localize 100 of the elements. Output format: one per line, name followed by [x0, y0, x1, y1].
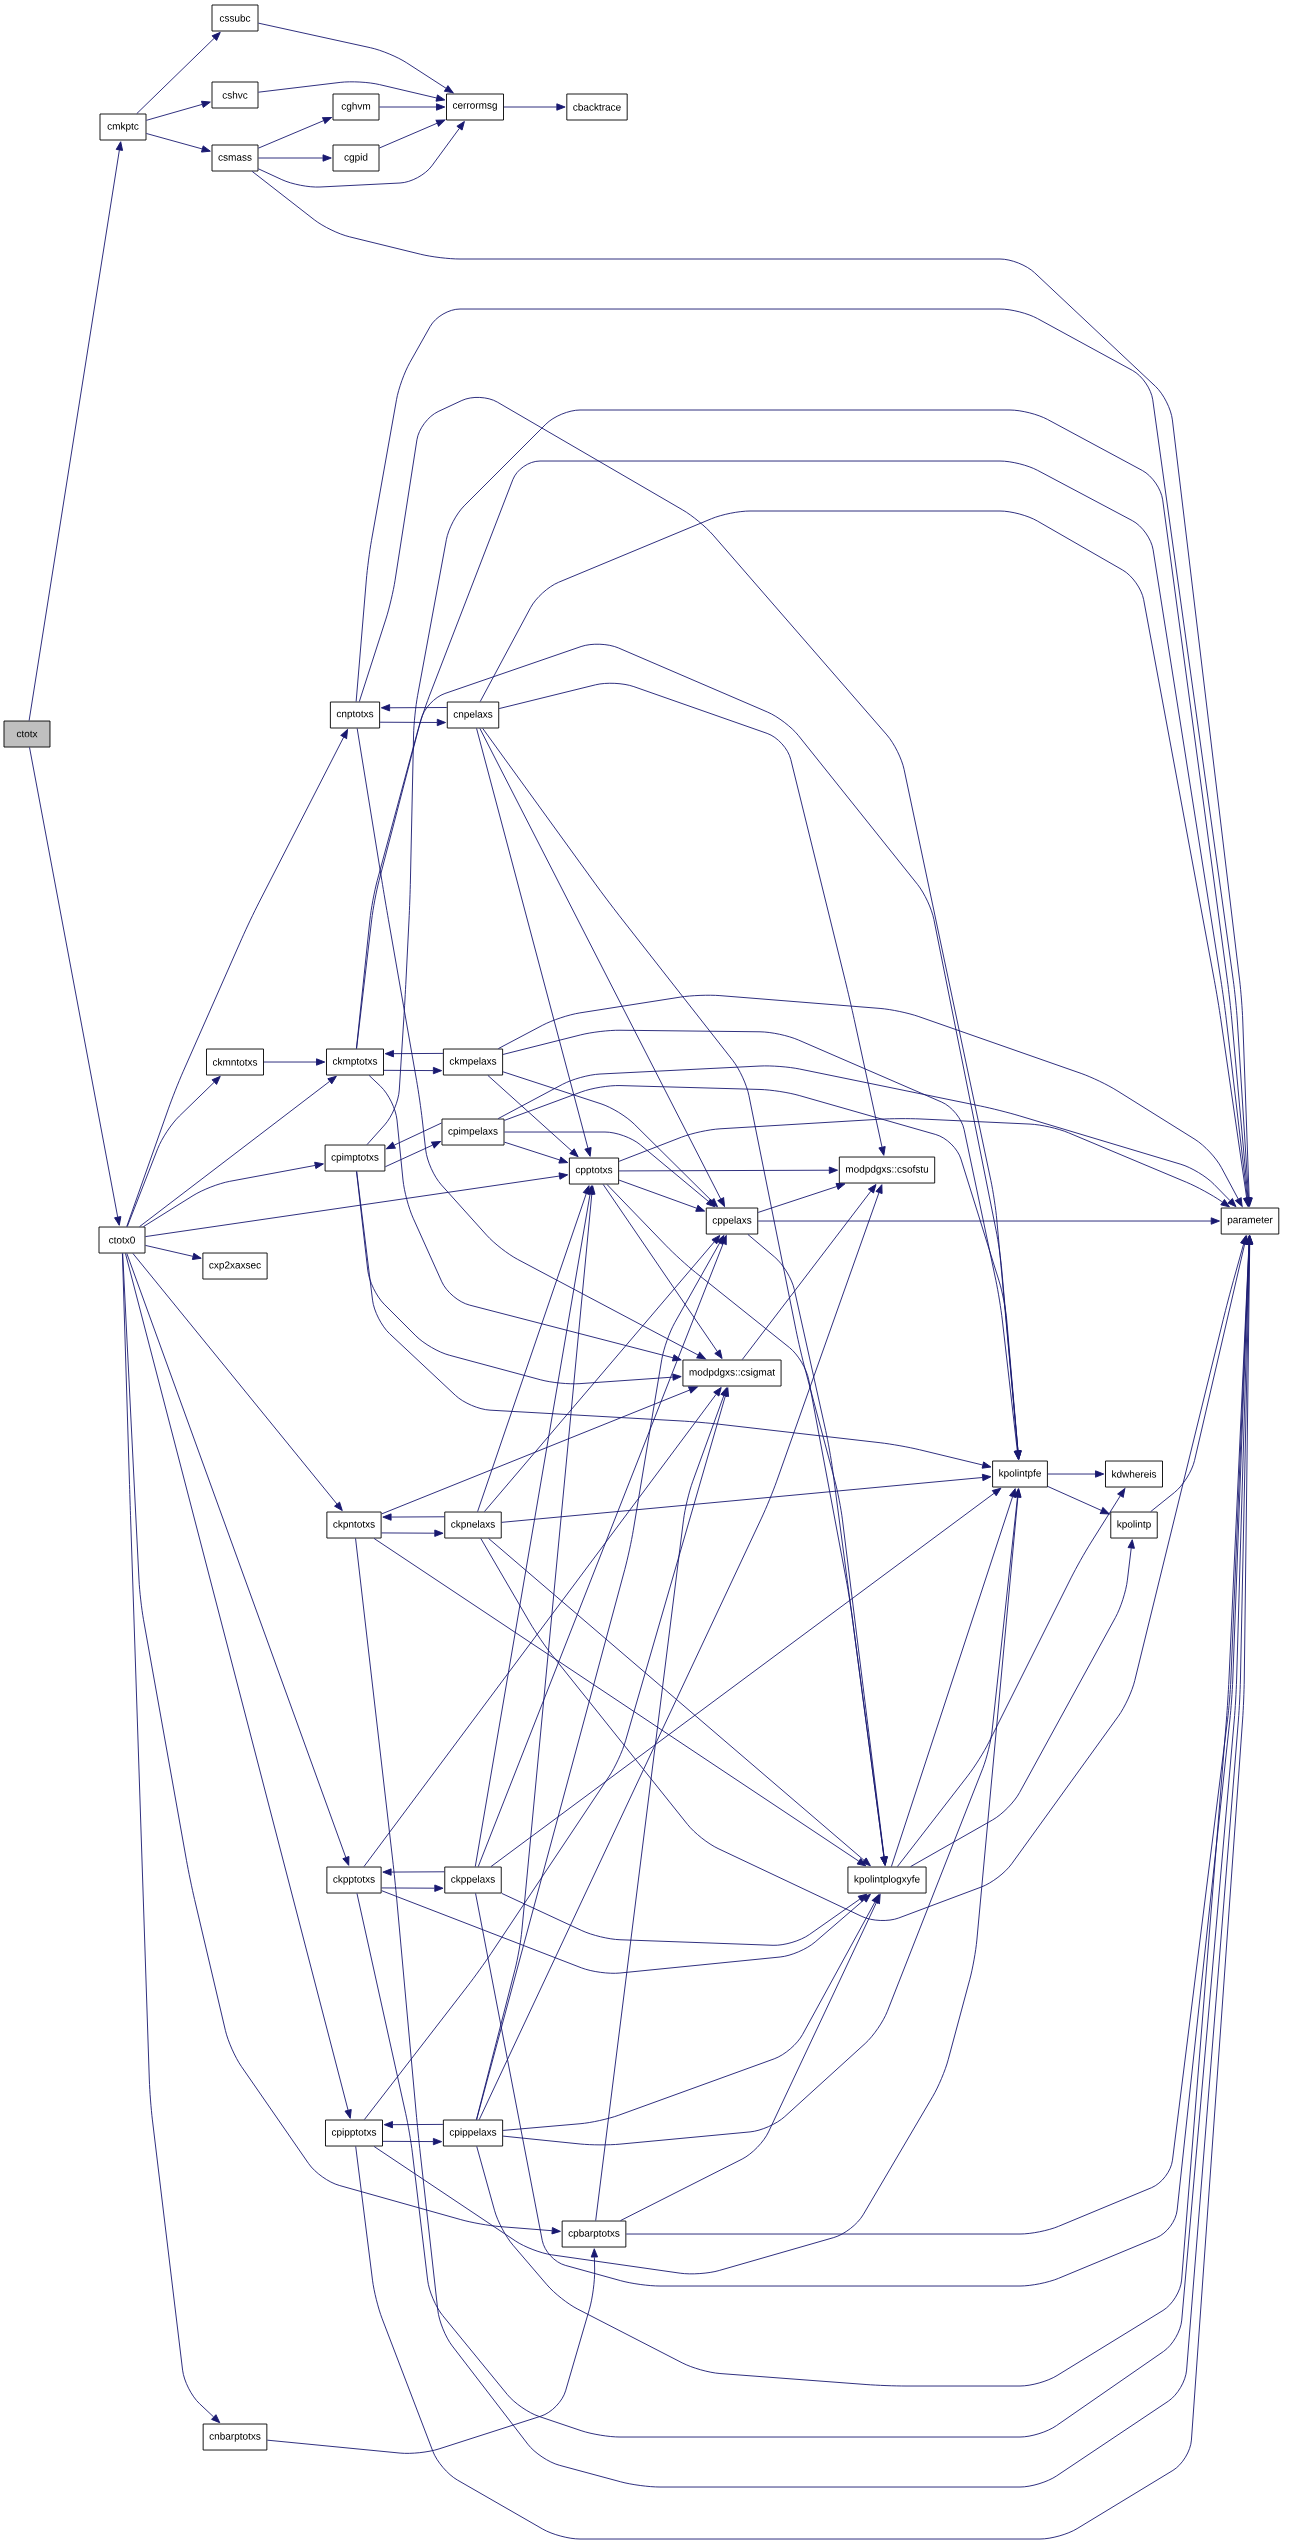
function-box: modpdgxs::csofstu [838, 1156, 936, 1184]
function-box: ctotx [3, 720, 51, 748]
arrow [381, 1890, 871, 1974]
arrow [503, 103, 566, 111]
arrow [139, 1075, 337, 1227]
function-box: cpipptotxs [325, 2119, 383, 2147]
arrow [502, 1488, 1022, 2146]
arrow [890, 1488, 1017, 1867]
function-box: cssubc [211, 4, 259, 32]
arrow [498, 994, 1243, 1207]
arrow [126, 1075, 221, 1227]
arrow [757, 1182, 846, 1213]
function-box: kdwhereis [1105, 1460, 1163, 1488]
arrow [618, 1179, 706, 1212]
arrow [625, 1235, 1253, 2235]
arrow [380, 704, 448, 712]
arrow [382, 2137, 443, 2146]
arrow [618, 1118, 1230, 1208]
arrow [386, 1122, 442, 1150]
arrow [383, 2121, 444, 2129]
arrow [602, 1184, 723, 1359]
arrow [504, 1131, 716, 1208]
arrow [384, 1050, 444, 1058]
arrow [476, 1235, 725, 2120]
arrow [477, 1235, 727, 1867]
arrow [251, 171, 1253, 1207]
arrow [504, 1141, 569, 1164]
arrow [381, 1529, 444, 1537]
arrow [747, 1234, 888, 1866]
arrow [258, 81, 446, 102]
arrow [379, 103, 446, 111]
function-box: parameter [1220, 1207, 1280, 1235]
function-box: ckmntotxs [206, 1048, 264, 1076]
arrow [479, 728, 725, 1207]
function-box: cpimpelaxs [441, 1118, 505, 1146]
function-box: cpippelaxs [442, 2119, 504, 2147]
function-box: kpolintp [1110, 1511, 1158, 1539]
arrow [258, 116, 332, 149]
arrow [356, 1171, 992, 1469]
arrow [146, 133, 211, 153]
arrow [368, 1075, 682, 1362]
arrow [28, 141, 124, 722]
arrow [498, 682, 886, 1156]
arrow [258, 22, 454, 94]
arrow [741, 1184, 877, 1360]
arrow [896, 1488, 1126, 1867]
function-box: ckpnelaxs [444, 1511, 502, 1539]
arrow [484, 1235, 721, 1512]
arrow [145, 1172, 569, 1238]
arrow [263, 1058, 326, 1066]
function-box: cpimptotxs [324, 1144, 386, 1172]
arrow [146, 100, 211, 121]
arrow [497, 1065, 1237, 1208]
function-box: cbacktrace [566, 93, 628, 121]
function-box: ckpptotxs [326, 1866, 382, 1894]
function-box: kpolintplogxyfe [847, 1866, 927, 1894]
function-box: cpptotxs [568, 1157, 620, 1185]
arrow [379, 119, 446, 149]
arrow [1150, 1235, 1249, 1512]
arrow [145, 1244, 202, 1260]
function-box: ckppelaxs [444, 1866, 502, 1894]
arrow [618, 1166, 839, 1174]
arrow [373, 1488, 1022, 2275]
function-box: cshvc [211, 81, 259, 109]
arrow [502, 1071, 718, 1208]
arrow [266, 2248, 599, 2454]
arrow [477, 1185, 590, 1512]
arrow [1047, 1470, 1105, 1478]
function-box: cmkptc [99, 113, 147, 141]
arrow [479, 510, 1251, 1207]
arrow [501, 1473, 992, 1523]
arrow [381, 1386, 698, 1515]
arrow [482, 728, 888, 1866]
arrow [1047, 1486, 1110, 1515]
arrow [474, 1185, 594, 1867]
arrow [379, 718, 446, 727]
arrow [126, 1253, 350, 1866]
arrow [384, 1141, 441, 1168]
arrow [502, 1894, 880, 2131]
arrow [910, 1539, 1135, 1867]
function-box: cnbarptotxs [202, 2423, 268, 2451]
arrow [480, 1235, 1248, 1921]
function-box: kpolintpfe [992, 1460, 1048, 1488]
arrow [29, 747, 122, 1226]
arrow [125, 1253, 352, 2119]
arrow [383, 1066, 443, 1075]
arrow [382, 1868, 445, 1876]
function-box: ckmptotxs [326, 1048, 384, 1076]
arrow [121, 1253, 221, 2424]
arrow [478, 1184, 883, 2120]
function-box: cghvm [332, 93, 380, 121]
function-box: cnpelaxs [446, 701, 500, 729]
function-box: cnptotxs [329, 701, 381, 729]
arrow [501, 1892, 868, 1946]
function-box: cppelaxs [705, 1207, 759, 1235]
arrow [382, 1513, 445, 1521]
arrow [757, 1217, 1220, 1225]
function-box: cgpid [332, 144, 380, 172]
arrow [595, 1387, 728, 2221]
function-box: modpdgxs::csigmat [682, 1359, 782, 1387]
